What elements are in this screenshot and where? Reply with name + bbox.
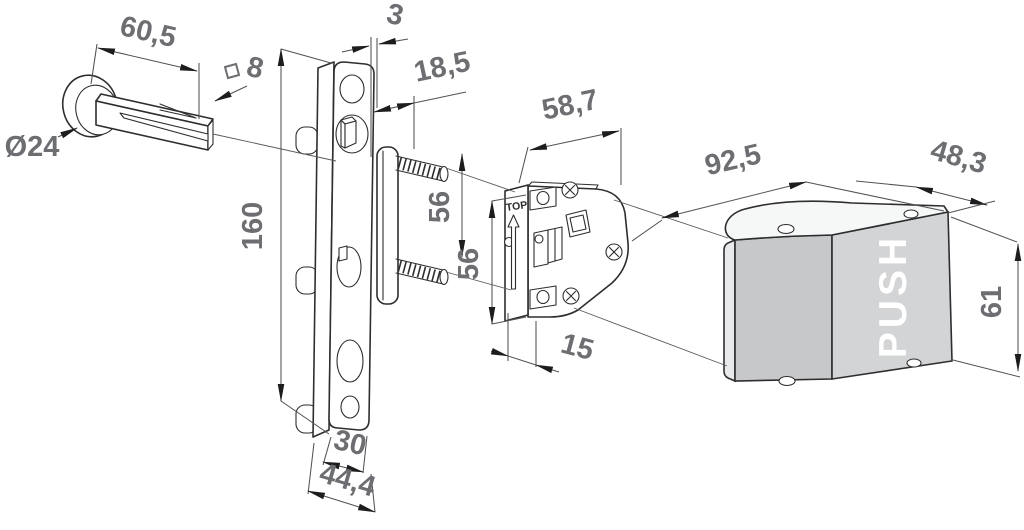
case-body [527, 185, 629, 318]
dim-case-width: 58,7 [539, 84, 601, 127]
phillips-screw [561, 181, 579, 199]
top-direction-arrow-icon [507, 214, 520, 290]
push-pad: PUSH [723, 200, 953, 387]
faceplate [295, 61, 375, 438]
pad-peg [777, 223, 795, 235]
dim-rosette-diameter: Ø24 [5, 131, 60, 163]
dim-pad-height: 61 [976, 286, 1008, 318]
square-section-icon [223, 62, 241, 80]
dim-plate-front-width: 30 [331, 424, 370, 462]
dim-case-hole-spacing: 56 [453, 248, 485, 280]
faceplate-hole-bottom [340, 395, 360, 419]
dim-spindle-square: 8 [244, 51, 267, 86]
faceplate-side-wing [312, 61, 335, 438]
lock-case: TOP [503, 181, 629, 322]
top-marking-label: TOP [505, 199, 528, 214]
faceplate-hole-top [339, 74, 365, 104]
dim-stud-spacing: 56 [424, 191, 456, 223]
threaded-stud-top [395, 155, 449, 183]
pad-peg [906, 358, 922, 368]
phillips-screw [605, 243, 623, 261]
pad-peg [903, 209, 919, 219]
push-marking-label: PUSH [872, 234, 915, 358]
mounting-bracket [376, 146, 449, 305]
projection-lines [212, 133, 729, 367]
dim-pad-depth: 48,3 [927, 134, 990, 180]
spindle-assembly [61, 74, 214, 151]
threaded-stud-bottom [395, 258, 449, 286]
phillips-screw [562, 287, 580, 305]
dim-spindle-length: 60,5 [117, 10, 179, 54]
dim-case-bottom-offset: 15 [558, 328, 597, 367]
mount-tab [295, 126, 319, 155]
spindle-arrow-mark [159, 103, 197, 119]
faceplate-hole-lower [336, 339, 364, 383]
dim-plate-thickness: 3 [384, 0, 407, 33]
spindle-split [119, 112, 209, 142]
pad-front-face [734, 234, 833, 382]
dim-pad-length: 92,5 [702, 138, 764, 182]
pad-back-plate [723, 238, 736, 383]
dim-plate-height: 160 [237, 202, 269, 250]
pad-peg [778, 375, 796, 387]
case-front-edge [504, 184, 529, 322]
faceplate-front [328, 61, 375, 431]
dim-plate-to-case: 18,5 [411, 46, 473, 89]
